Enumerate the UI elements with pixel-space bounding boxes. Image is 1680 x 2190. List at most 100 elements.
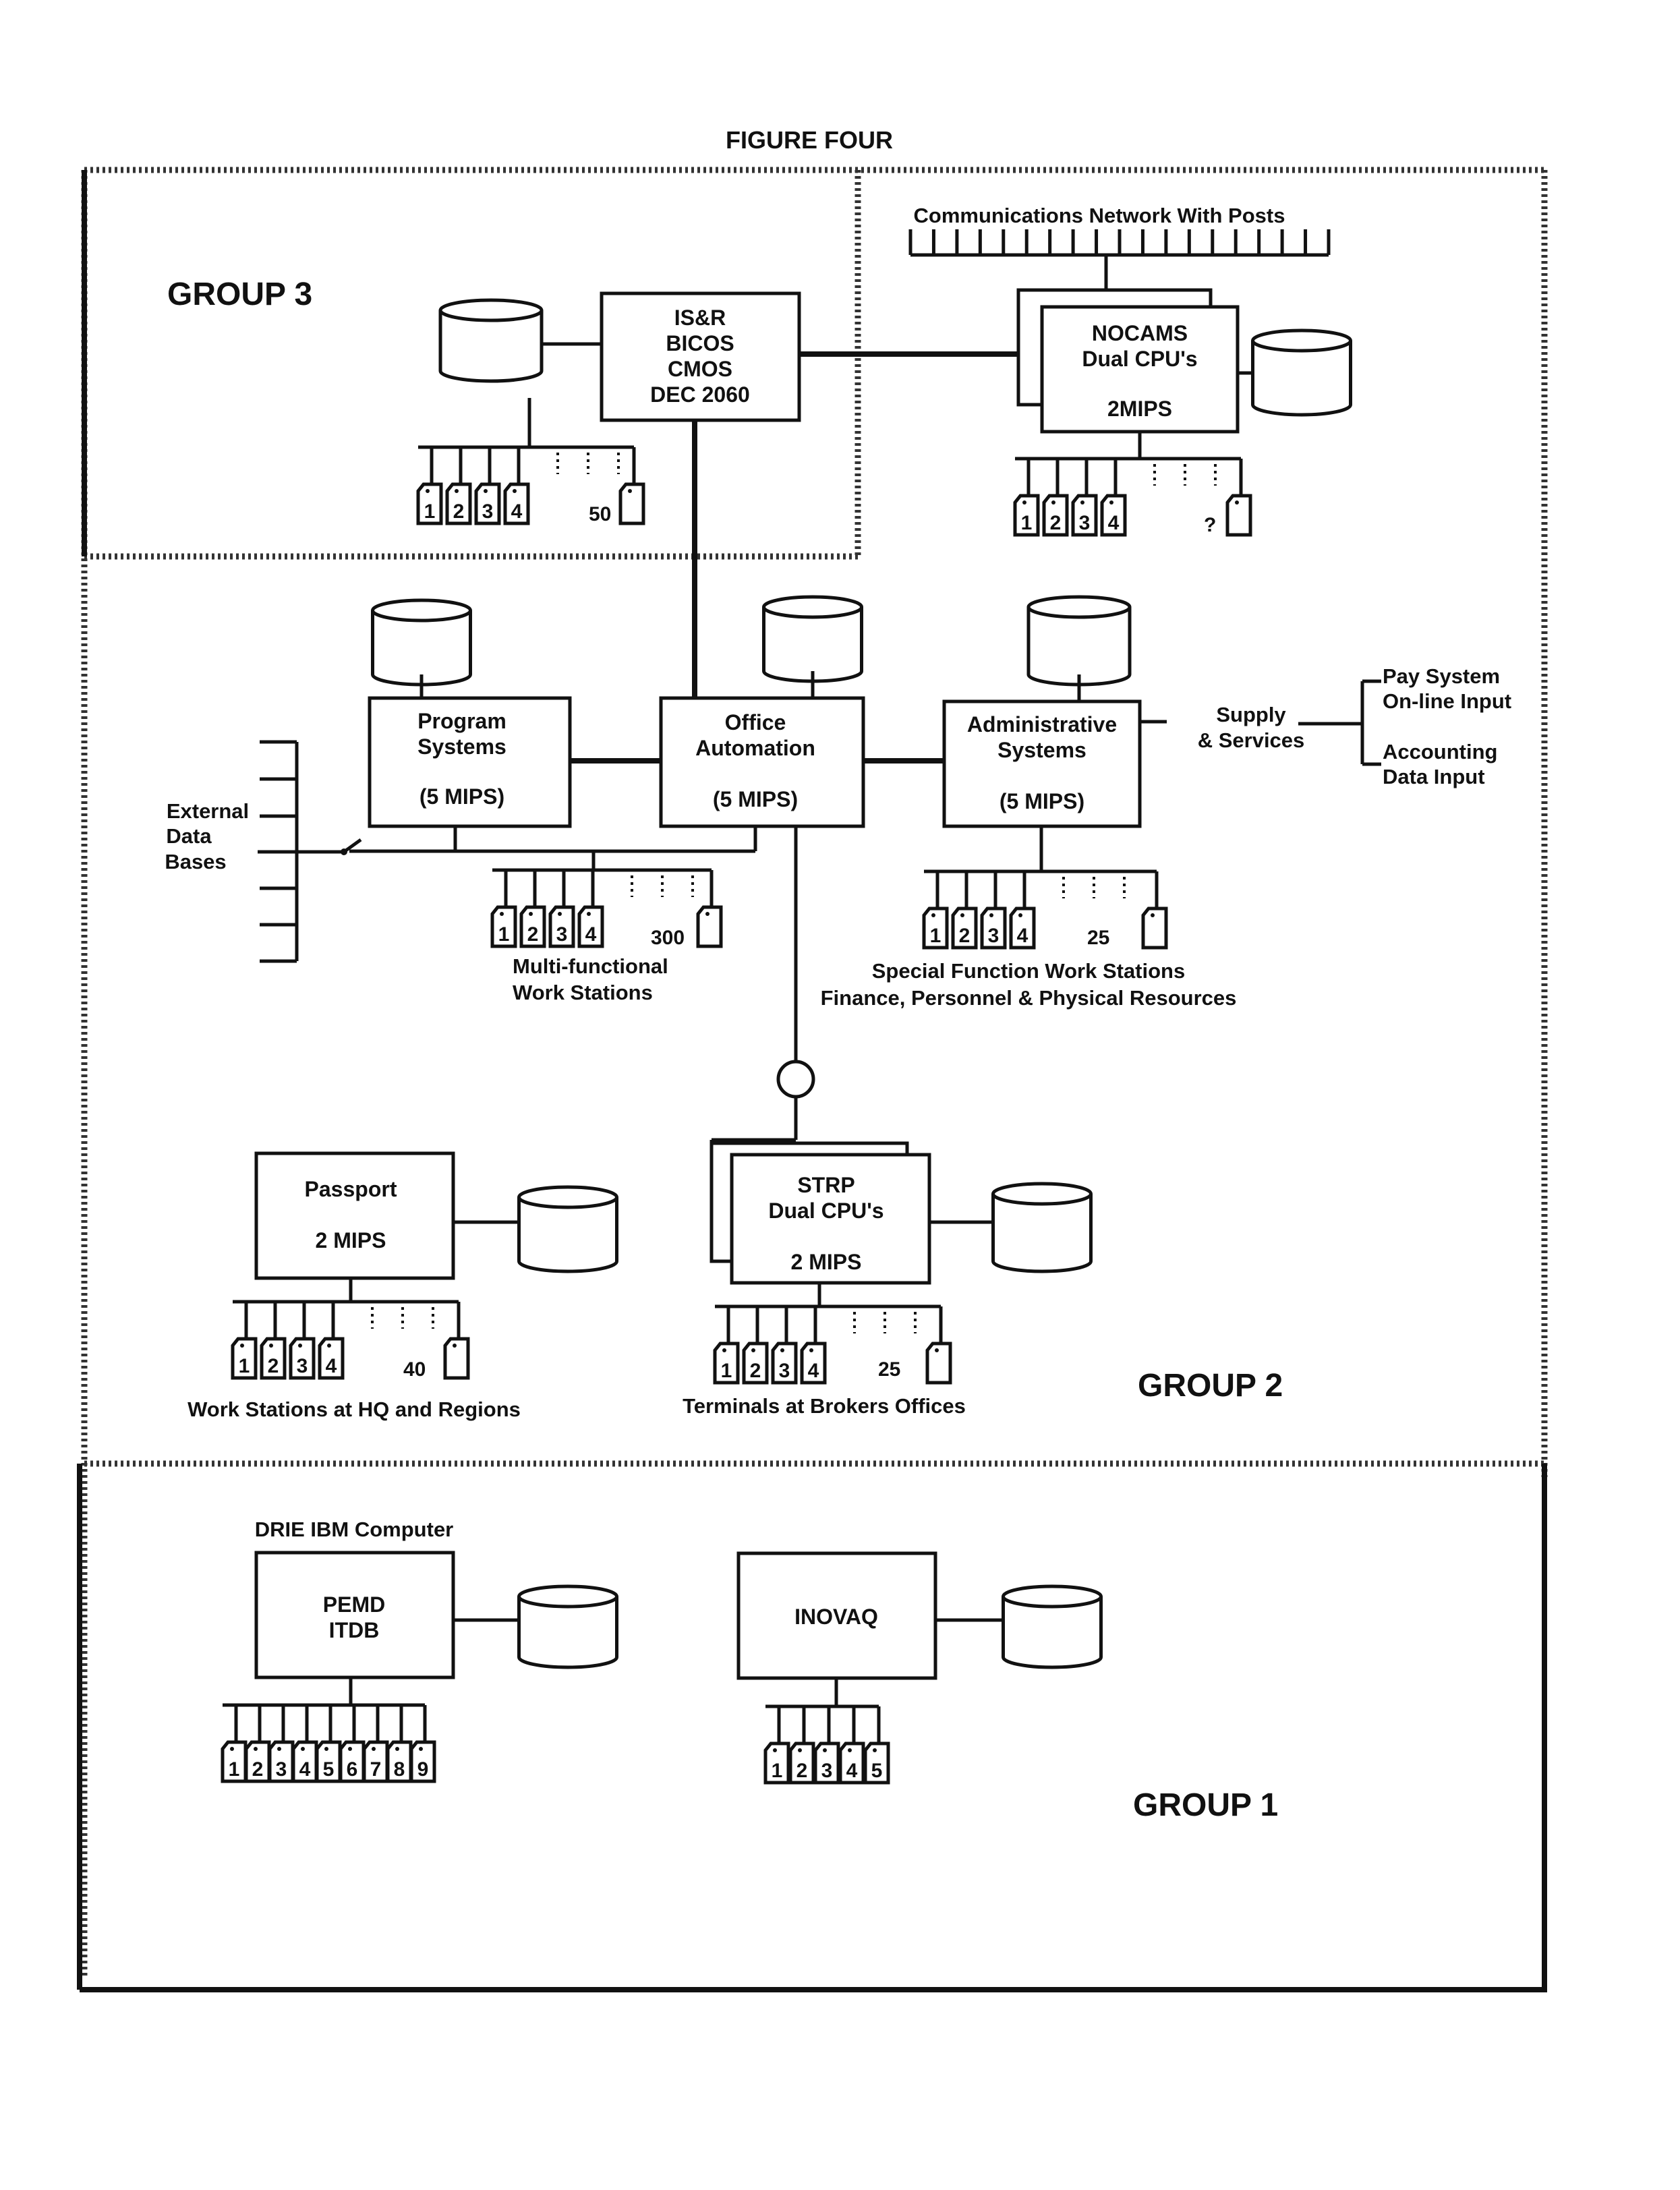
- isr-label-2: BICOS: [666, 331, 734, 355]
- terminal-icon: 4: [838, 1741, 865, 1785]
- disk-drum: [438, 298, 602, 383]
- terminal-number: 4: [299, 1758, 311, 1781]
- terminal-number: 2: [1050, 512, 1062, 534]
- group-3-label: GROUP 3: [167, 277, 312, 312]
- terminal-icon: 4: [800, 1342, 827, 1385]
- external-data-bases-label-1: External: [167, 799, 249, 823]
- terminal-number: 4: [808, 1360, 819, 1382]
- terminal-icon: 1: [1013, 494, 1040, 537]
- terminal-icon: 4: [291, 1740, 318, 1783]
- terminal-icon: 2: [244, 1740, 271, 1783]
- disk-drum: [453, 1185, 618, 1273]
- terminal-icon: 1: [221, 1740, 248, 1783]
- terminal-number: 4: [326, 1355, 337, 1377]
- terminal-icon: 2: [445, 482, 472, 525]
- group-boundaries: [77, 167, 1548, 1992]
- nocams-label-3: 2MIPS: [1107, 397, 1172, 421]
- terminal-icon: 4: [1009, 906, 1036, 950]
- administrative-systems-node: Administrative Systems (5 MIPS): [942, 699, 1142, 828]
- terminal-icon: 3: [474, 482, 501, 525]
- terminal-number: 2: [959, 925, 971, 947]
- terminal-number: 1: [229, 1758, 240, 1781]
- terminal-icon: 1: [231, 1337, 258, 1380]
- network-junction-circle: [776, 1060, 815, 1099]
- terminal-icon: 2: [951, 906, 978, 950]
- group-2-label: GROUP 2: [1138, 1368, 1283, 1404]
- supply-label-2: & Services: [1198, 728, 1305, 752]
- terminal-number: 1: [424, 500, 436, 523]
- disk-drum: [762, 595, 863, 698]
- passport-node: Passport 2 MIPS: [254, 1151, 455, 1280]
- disk-drum: [1238, 328, 1352, 417]
- terminal-icon: 1: [416, 482, 443, 525]
- terminal-number: 2: [796, 1760, 808, 1782]
- terminal-icon: 2: [1042, 494, 1069, 537]
- inovaq-label: INOVAQ: [794, 1605, 878, 1629]
- nocams-label-1: NOCAMS: [1092, 321, 1188, 345]
- terminal-icon: 1: [490, 905, 517, 948]
- terminal-number: 2: [268, 1355, 279, 1377]
- isr-label-4: DEC 2060: [650, 382, 750, 407]
- terminal-icon: [1141, 906, 1168, 950]
- accounting-label-2: Data Input: [1383, 765, 1485, 788]
- program-label-3: (5 MIPS): [419, 784, 504, 809]
- external-data-bases: External Data Bases: [165, 740, 362, 963]
- terminal-number: 3: [1079, 512, 1091, 534]
- terminal-number: 1: [239, 1355, 250, 1377]
- terminal-number: 8: [394, 1758, 405, 1781]
- terminal-number: 6: [347, 1758, 358, 1781]
- pemd-label-2: ITDB: [329, 1618, 380, 1642]
- terminal-icon: [443, 1337, 470, 1380]
- terminal-number: 5: [871, 1760, 883, 1782]
- pemd-label-1: PEMD: [323, 1592, 385, 1617]
- terminal-icon: 3: [268, 1740, 295, 1783]
- terminal-number: 3: [821, 1760, 833, 1782]
- terminal-icon: 3: [1071, 494, 1098, 537]
- admin-label-1: Administrative: [967, 712, 1117, 737]
- terminal-number: 4: [511, 500, 523, 523]
- figure-title: FIGURE FOUR: [726, 126, 893, 154]
- terminal-number: 3: [988, 925, 1000, 947]
- strp-ws-caption: Terminals at Brokers Offices: [683, 1394, 966, 1418]
- terminal-number: 2: [453, 500, 465, 523]
- terminal-number: 4: [585, 923, 597, 946]
- terminal-icon: 2: [788, 1741, 815, 1785]
- office-automation-node: Office Automation (5 MIPS): [659, 696, 865, 828]
- terminal-number: 3: [556, 923, 568, 946]
- nocams-ws-count: ?: [1204, 514, 1216, 536]
- disk-drum: [1026, 595, 1132, 701]
- terminal-number: 3: [276, 1758, 287, 1781]
- terminal-icon: 4: [318, 1337, 345, 1380]
- isr-label-1: IS&R: [674, 306, 726, 330]
- terminal-icon: 1: [713, 1342, 740, 1385]
- disk-drum: [935, 1584, 1103, 1669]
- strp-ws-count: 25: [878, 1358, 900, 1381]
- terminal-number: 1: [772, 1760, 783, 1782]
- network-label: Communications Network With Posts: [914, 204, 1285, 227]
- communications-network: Communications Network With Posts: [908, 204, 1331, 405]
- terminal-icon: 8: [386, 1740, 413, 1783]
- program-label-2: Systems: [417, 734, 506, 759]
- terminal-number: 1: [721, 1360, 732, 1382]
- terminal-icon: [618, 482, 645, 525]
- isr-node: IS&R BICOS CMOS DEC 2060: [600, 291, 801, 422]
- external-data-bases-label-3: Bases: [165, 850, 226, 873]
- terminal-icon: 5: [863, 1741, 890, 1785]
- pay-system-label-1: Pay System: [1383, 664, 1500, 688]
- terminal-icon: 1: [763, 1741, 790, 1785]
- accounting-label-1: Accounting: [1383, 740, 1498, 763]
- passport-ws-count: 40: [403, 1358, 426, 1381]
- terminal-icon: 1: [922, 906, 949, 950]
- external-data-bases-label-2: Data: [166, 824, 212, 848]
- terminal-icon: 3: [548, 905, 575, 948]
- terminal-number: 2: [750, 1360, 761, 1382]
- terminal-icon: 2: [742, 1342, 769, 1385]
- passport-label-2: 2 MIPS: [316, 1228, 386, 1252]
